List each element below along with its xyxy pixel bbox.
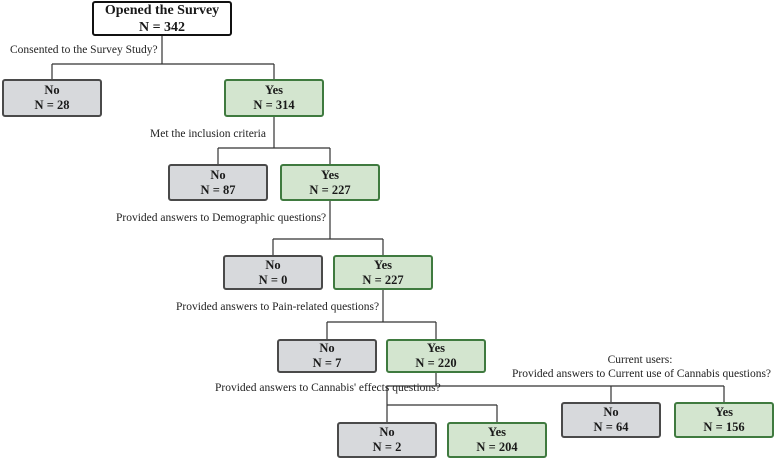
node-count: N = 227 — [362, 272, 404, 287]
connector-consent — [51, 36, 275, 79]
node-label: Yes — [426, 341, 446, 355]
demographic-yes-node: Yes N = 227 — [333, 255, 433, 290]
connector-pain — [326, 290, 437, 339]
question-inclusion: Met the inclusion criteria — [150, 128, 266, 140]
inclusion-yes-node: Yes N = 227 — [280, 164, 380, 201]
question-consent: Consented to the Survey Study? — [10, 44, 158, 56]
node-count: N = 28 — [34, 98, 70, 112]
node-count: N = 156 — [703, 420, 745, 434]
node-count: N = 204 — [476, 440, 518, 454]
pain-no-node: No N = 7 — [277, 339, 377, 373]
node-count: N = 64 — [593, 420, 629, 434]
question-current-users: Current users: Provided answers to Curre… — [512, 353, 772, 381]
question-effects: Provided answers to Cannabis' effects qu… — [215, 382, 441, 394]
consent-yes-node: Yes N = 314 — [224, 79, 324, 117]
node-label: Yes — [487, 425, 507, 439]
node-label: Yes — [320, 167, 340, 182]
question-current-line1: Current users: — [607, 354, 673, 366]
node-count: N = 87 — [200, 182, 236, 197]
connector-inclusion — [217, 117, 331, 164]
pain-yes-node: Yes N = 220 — [386, 339, 486, 373]
root-title: Opened the Survey — [104, 2, 220, 18]
node-label: No — [210, 167, 226, 182]
root-node: Opened the Survey N = 342 — [92, 1, 232, 36]
node-count: N = 314 — [253, 98, 295, 112]
current-yes-node: Yes N = 156 — [674, 402, 774, 438]
effects-yes-node: Yes N = 204 — [447, 422, 547, 458]
question-pain: Provided answers to Pain-related questio… — [176, 301, 380, 313]
connector-effects — [386, 373, 725, 422]
connector-demographic — [272, 201, 384, 255]
node-label: Yes — [373, 257, 393, 272]
node-count: N = 0 — [258, 272, 288, 287]
demographic-no-node: No N = 0 — [223, 255, 323, 290]
node-count: N = 2 — [372, 440, 402, 454]
consent-no-node: No N = 28 — [2, 79, 102, 117]
node-label: No — [265, 257, 281, 272]
node-label: No — [44, 83, 60, 97]
effects-no-node: No N = 2 — [337, 422, 437, 458]
node-label: No — [603, 405, 619, 419]
node-label: No — [379, 425, 395, 439]
node-label: Yes — [714, 405, 734, 419]
root-count: N = 342 — [138, 19, 186, 35]
node-label: No — [319, 341, 335, 355]
node-count: N = 7 — [312, 356, 342, 370]
node-count: N = 227 — [309, 182, 351, 197]
question-current-line2: Provided answers to Current use of Canna… — [512, 368, 772, 380]
node-label: Yes — [264, 83, 284, 97]
node-count: N = 220 — [415, 356, 457, 370]
inclusion-no-node: No N = 87 — [168, 164, 268, 201]
current-no-node: No N = 64 — [561, 402, 661, 438]
question-demographic: Provided answers to Demographic question… — [116, 212, 327, 224]
